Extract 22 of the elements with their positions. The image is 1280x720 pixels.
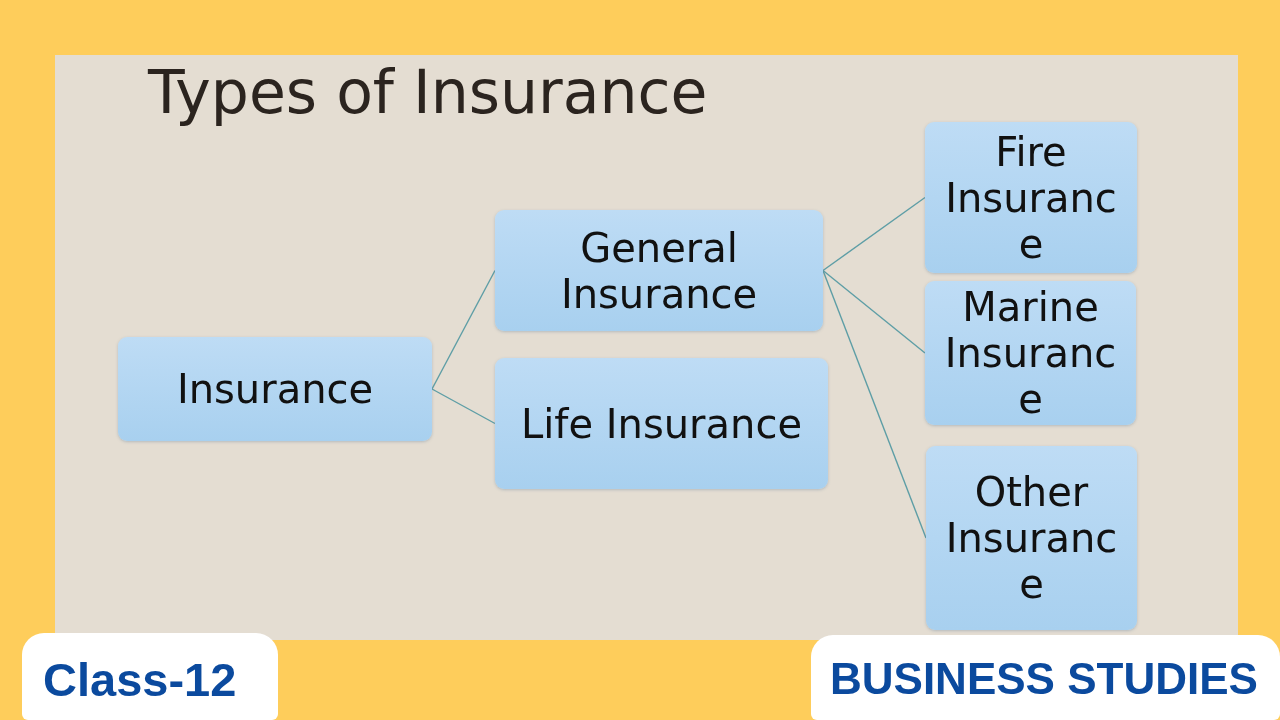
connector-line — [822, 269, 926, 354]
title-badge — [22, 633, 278, 720]
box-label: Marine Insurance — [943, 284, 1118, 422]
box-label: Life Insurance — [520, 400, 803, 447]
category-box — [118, 337, 432, 441]
badge-text: Class-12 — [43, 653, 237, 706]
category-box — [926, 446, 1137, 630]
category-box — [495, 210, 823, 331]
box-label: Fire Insurance — [944, 128, 1118, 267]
box-label: Other Insurance — [944, 469, 1119, 607]
connector-line — [822, 196, 926, 272]
badge-text: BUSINESS STUDIES — [830, 655, 1258, 704]
connector-line — [822, 269, 927, 539]
connector-line — [431, 388, 496, 425]
box-label: General Insurance — [559, 224, 759, 317]
category-box — [925, 281, 1136, 425]
slide-title: Types of Insurance — [148, 56, 708, 128]
category-box — [925, 122, 1137, 273]
connector-line — [431, 269, 496, 390]
box-label: Insurance — [176, 366, 374, 412]
category-box — [495, 358, 828, 489]
title-badge — [811, 635, 1280, 720]
